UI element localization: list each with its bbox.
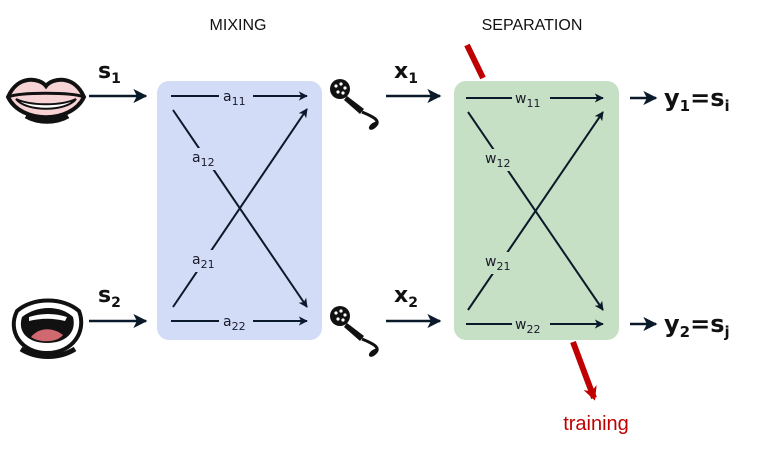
w21-path [467, 111, 604, 311]
a21-label: a21 [192, 252, 215, 271]
w21-label-bg [482, 252, 518, 274]
a11-label-bg [219, 85, 253, 107]
source1-label: s1 [98, 59, 121, 87]
source2-label: s2 [98, 283, 121, 311]
w11-label: w11 [515, 91, 540, 110]
mixture1-label: x1 [394, 59, 418, 87]
w12-label-bg [482, 149, 518, 171]
separation-header: SEPARATION [482, 17, 583, 34]
training-input-mark [464, 43, 486, 80]
microphone-icon [330, 306, 379, 357]
w21-label: w21 [485, 254, 510, 273]
a21-path [172, 108, 308, 308]
mixture2-label: x2 [394, 283, 418, 311]
w22-label-bg [512, 313, 550, 335]
w11-label-bg [512, 87, 550, 109]
output1-label: y1=si [664, 84, 730, 115]
a21-label-bg [188, 250, 220, 272]
training-arrow [570, 340, 597, 401]
output2-label: y2=sj [664, 310, 730, 341]
a22-label: a22 [223, 314, 246, 333]
w12-label: w12 [485, 151, 510, 170]
a12-label: a12 [192, 150, 215, 169]
training-label: training [563, 413, 629, 435]
open-mouth-icon [11, 298, 84, 359]
a22-label-bg [219, 310, 253, 332]
mixing-header: MIXING [210, 17, 267, 34]
smiling-mouth-icon [5, 77, 87, 124]
microphone-icon [330, 79, 379, 130]
a11-label: a11 [223, 89, 246, 108]
a12-label-bg [188, 148, 220, 170]
w22-label: w22 [515, 317, 540, 336]
